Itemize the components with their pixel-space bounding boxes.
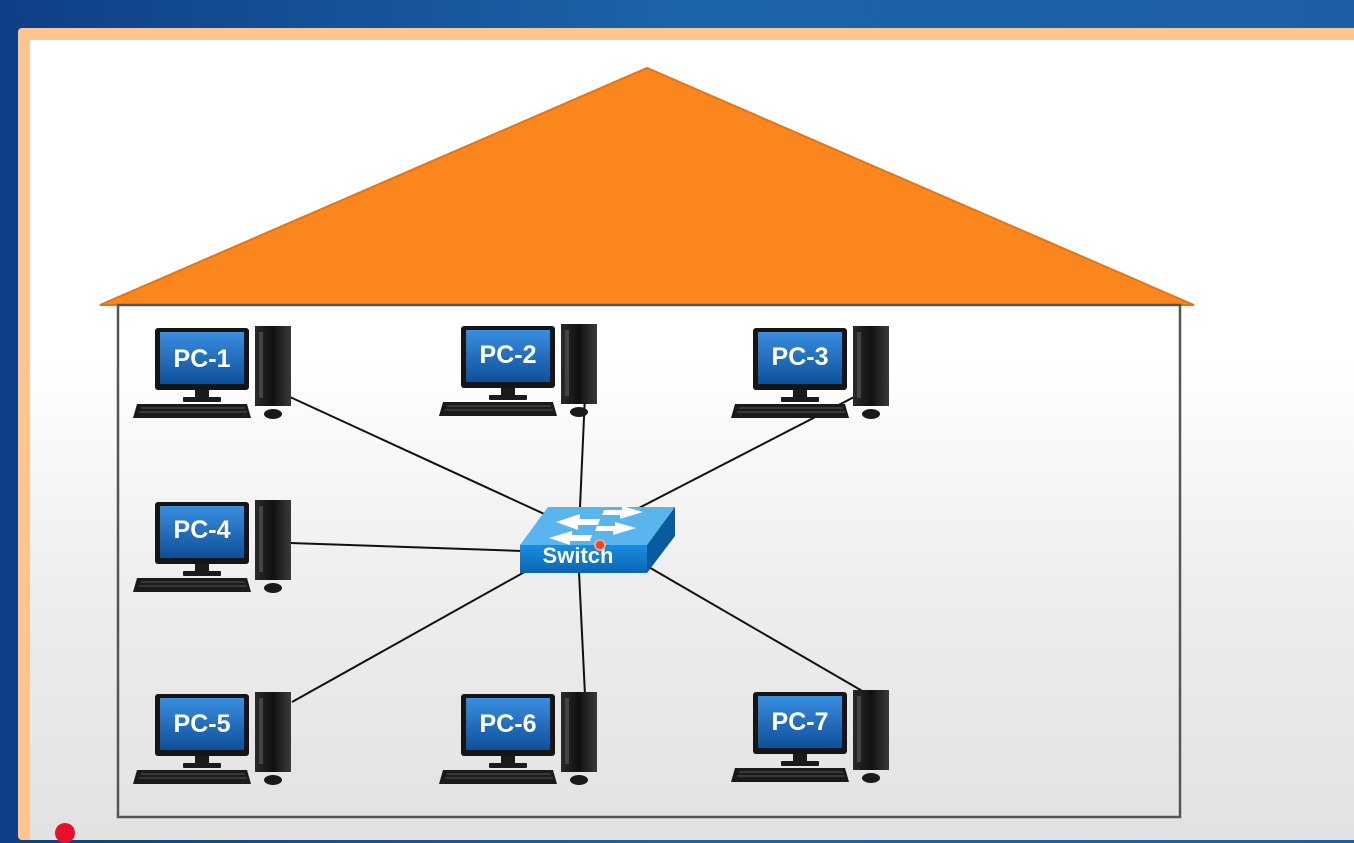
- pc-4: PC-4: [132, 499, 292, 594]
- pc-1-label: PC-1: [174, 345, 231, 373]
- pc-2-label: PC-2: [480, 341, 537, 369]
- pc-5: PC-5: [132, 691, 292, 786]
- house-walls: [116, 303, 1182, 819]
- pc-6: PC-6: [438, 691, 598, 786]
- pc-3-label: PC-3: [772, 343, 829, 371]
- switch-arrows-icon: [549, 506, 643, 545]
- pc-6-label: PC-6: [480, 710, 537, 738]
- link-pc1-switch: [289, 396, 554, 519]
- pc-5-label: PC-5: [174, 710, 231, 738]
- pc-7: PC-7: [730, 689, 890, 784]
- pointer-dot-icon: [594, 539, 606, 551]
- connections: [289, 394, 865, 703]
- link-pc6-switch: [578, 571, 586, 696]
- pc-3: PC-3: [730, 325, 890, 420]
- network-switch: Switch: [520, 506, 675, 573]
- link-pc4-switch: [289, 542, 523, 552]
- house-roof: [99, 66, 1195, 306]
- pc-7-label: PC-7: [772, 708, 829, 736]
- pc-1: PC-1: [132, 325, 292, 420]
- pc-4-label: PC-4: [174, 516, 231, 544]
- presenter-pointer-icon: [55, 823, 75, 843]
- link-pc5-switch: [291, 564, 538, 703]
- link-pc7-switch: [646, 565, 865, 693]
- pc-2: PC-2: [438, 323, 598, 418]
